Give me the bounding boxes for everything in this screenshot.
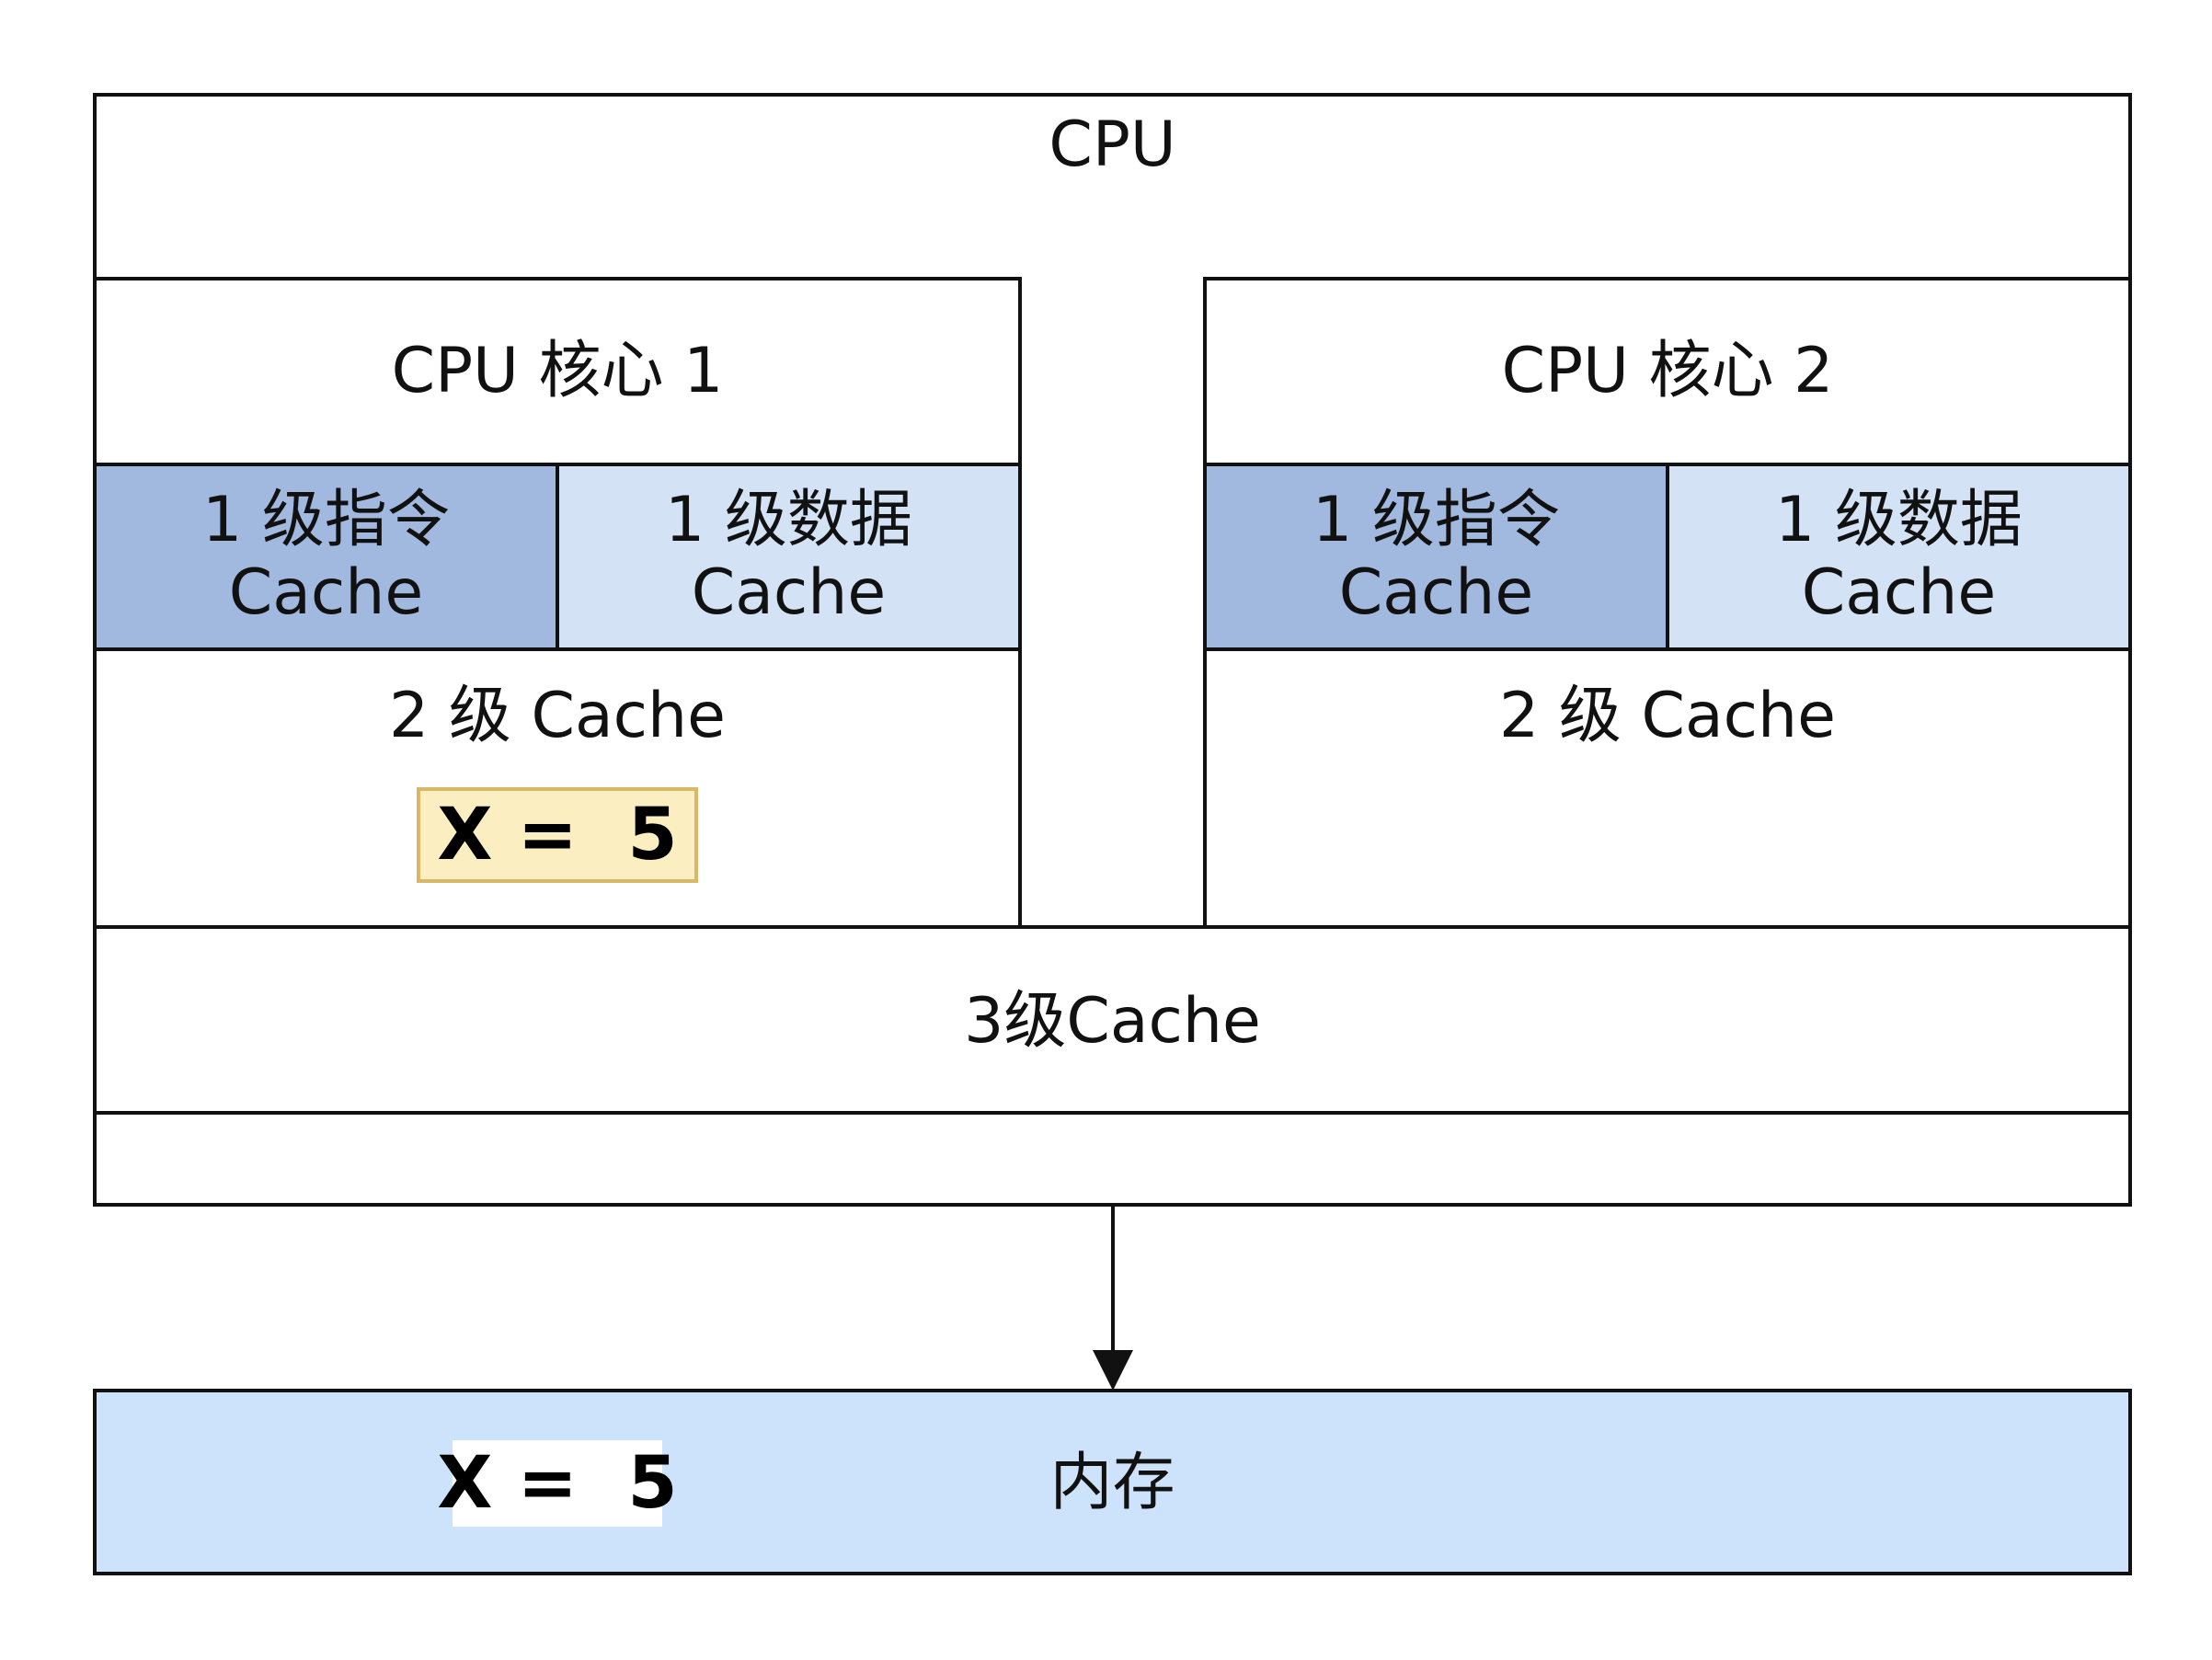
core-2-l1i-line2: Cache: [1338, 555, 1534, 629]
core-1-l1-instruction-cache: 1 级指令 Cache: [93, 463, 559, 651]
core-1-l2-variable-x: X = 5: [417, 787, 698, 883]
core-1-l1d-line2: Cache: [691, 555, 887, 629]
core-2-l1d-line1: 1 级数据: [1775, 484, 2023, 557]
core-2-l1i-line1: 1 级指令: [1312, 484, 1560, 557]
arrow-head: [1093, 1350, 1133, 1391]
core-2-l1-instruction-cache: 1 级指令 Cache: [1203, 463, 1669, 651]
core-2-l1-data-cache: 1 级数据 Cache: [1666, 463, 2132, 651]
core-2-title: CPU 核心 2: [1501, 335, 1834, 407]
core-2-l2-cache-label: 2 级 Cache: [1499, 680, 1836, 752]
core-1-title: CPU 核心 1: [391, 335, 724, 407]
core-2-l1d-line2: Cache: [1801, 555, 1997, 629]
core-1-l1d-line1: 1 级数据: [665, 484, 912, 557]
memory: 内存: [93, 1389, 2132, 1575]
l3-cache: 3级Cache: [93, 925, 2132, 1115]
cpu-title: CPU: [1049, 109, 1176, 181]
memory-label: 内存: [1049, 1447, 1175, 1519]
core-1-l1i-line1: 1 级指令: [202, 484, 450, 557]
core-1-l2-cache-label: 2 级 Cache: [389, 680, 726, 752]
core-1-l1i-line2: Cache: [228, 555, 424, 629]
memory-variable-x: X = 5: [437, 1440, 678, 1527]
l3-cache-label: 3级Cache: [964, 985, 1261, 1058]
core-1-l1-data-cache: 1 级数据 Cache: [556, 463, 1022, 651]
